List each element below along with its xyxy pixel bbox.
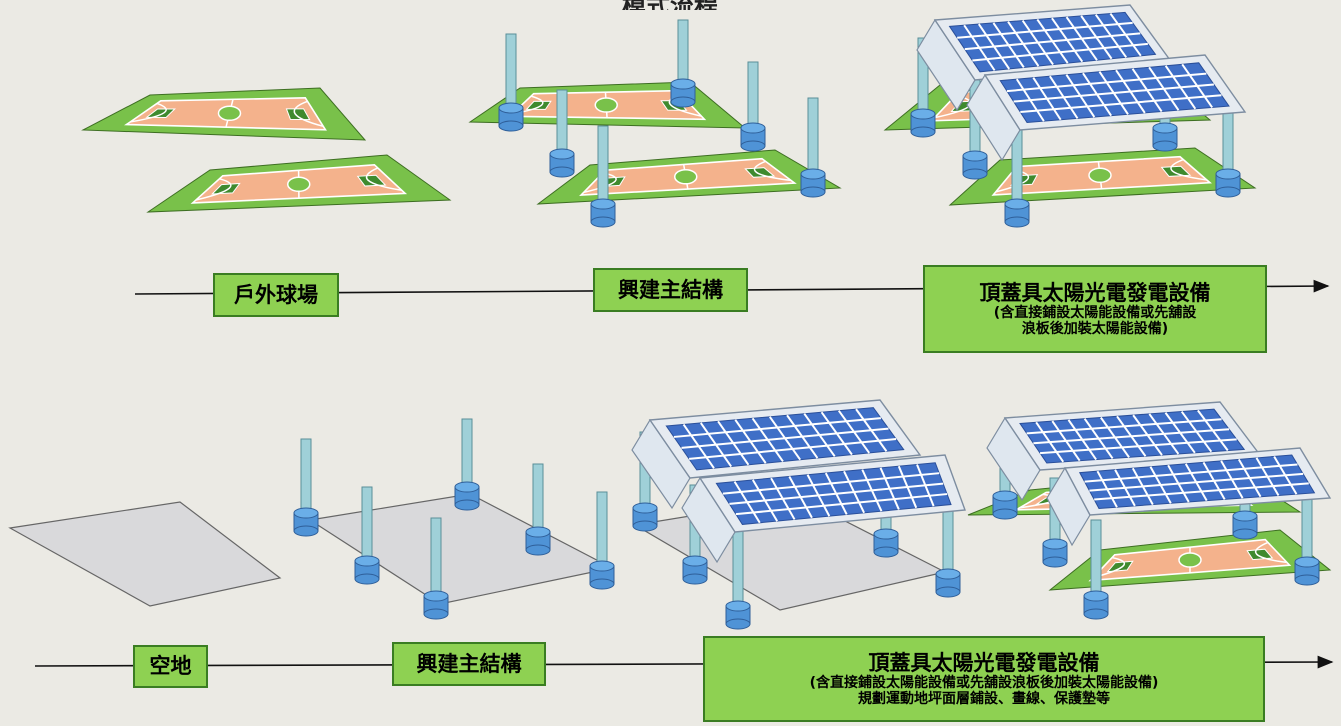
label-empty-lot-text: 空地 bbox=[149, 654, 192, 679]
solar-panel-r2s3-back bbox=[631, 399, 922, 510]
solar-panel-r2s4-back bbox=[986, 401, 1262, 502]
label-solar-roof-2-main: 頂蓋具太陽光電發電設備 bbox=[868, 650, 1100, 675]
label-solar-roof-2-sub1: (含直接鋪設太陽能設備或先舖設浪板後加裝太陽能設備) bbox=[809, 674, 1159, 691]
label-solar-roof-2: 頂蓋具太陽光電發電設備 (含直接鋪設太陽能設備或先舖設浪板後加裝太陽能設備) 規… bbox=[703, 636, 1265, 722]
label-main-structure-2: 興建主結構 bbox=[392, 642, 546, 686]
label-empty-lot: 空地 bbox=[133, 645, 208, 688]
label-solar-roof-1-sub2: 浪板後加裝太陽能設備) bbox=[1021, 321, 1169, 338]
pillar-r1s2-5 bbox=[590, 125, 616, 228]
label-solar-roof-2-sub2: 規劃運動地坪面層鋪設、畫線、保護墊等 bbox=[858, 691, 1110, 708]
pillar-r2s2-1 bbox=[454, 418, 480, 511]
pillar-r1s3-0 bbox=[910, 37, 936, 138]
pillar-r1s2-1 bbox=[670, 19, 696, 108]
label-main-structure-1-text: 興建主結構 bbox=[618, 277, 723, 302]
empty-lot-1 bbox=[8, 501, 282, 607]
court-top-1 bbox=[81, 87, 367, 141]
label-solar-roof-1: 頂蓋具太陽光電發電設備 (含直接鋪設太陽能設備或先舖設 浪板後加裝太陽能設備) bbox=[923, 265, 1267, 353]
pillar-r2s4-3 bbox=[1294, 495, 1320, 586]
pillar-r2s2-4 bbox=[354, 486, 380, 585]
court-bottom-4 bbox=[1048, 529, 1332, 591]
court-bottom-3 bbox=[948, 147, 1257, 206]
pillar-r1s2-4 bbox=[800, 97, 826, 198]
label-outdoor-court: 戶外球場 bbox=[213, 273, 339, 317]
pillar-r2s4-4 bbox=[1083, 519, 1109, 620]
pillar-r2s2-0 bbox=[293, 438, 319, 537]
pillar-r1s3-3 bbox=[1215, 107, 1241, 198]
solar-panel-r2s4-front bbox=[1046, 447, 1332, 547]
label-solar-roof-1-sub1: (含直接鋪設太陽能設備或先舖設 bbox=[993, 304, 1197, 321]
pillar-r1s2-0 bbox=[498, 33, 524, 132]
pillar-r2s3-0 bbox=[632, 431, 658, 532]
pillar-r1s2-3 bbox=[549, 89, 575, 178]
pillar-r2s2-2 bbox=[525, 463, 551, 556]
pillar-r2s3-3 bbox=[935, 507, 961, 598]
label-main-structure-2-text: 興建主結構 bbox=[416, 651, 522, 676]
court-bottom-1 bbox=[146, 154, 452, 213]
diagram-title: 模式流程 bbox=[560, 0, 780, 10]
pillar-r1s2-2 bbox=[740, 61, 766, 152]
court-bottom-2 bbox=[536, 149, 842, 205]
label-main-structure-1: 興建主結構 bbox=[593, 268, 748, 312]
solar-panel-r1-back bbox=[916, 4, 1172, 112]
solar-panel-r2s3-front bbox=[681, 454, 966, 564]
pillar-r1s3-2 bbox=[962, 79, 988, 180]
label-solar-roof-1-main: 頂蓋具太陽光電發電設備 bbox=[979, 280, 1211, 305]
solar-panel-r1-front bbox=[966, 54, 1247, 162]
label-outdoor-court-text: 戶外球場 bbox=[234, 282, 318, 307]
empty-lot-2 bbox=[308, 493, 614, 605]
pillar-r2s2-3 bbox=[589, 491, 615, 590]
pillar-r2s2-5 bbox=[423, 517, 449, 620]
